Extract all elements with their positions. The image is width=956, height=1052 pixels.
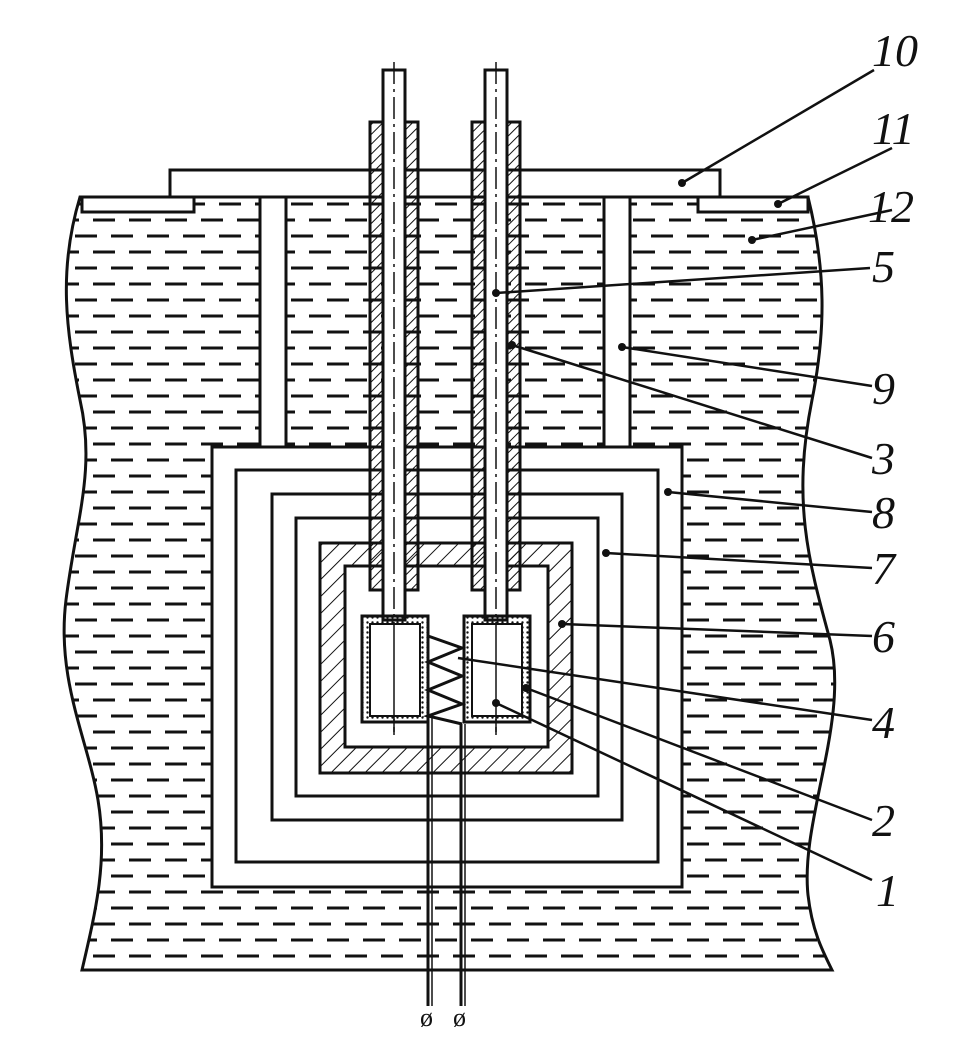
leader-lines [457,68,893,882]
callout-2: 2 [872,795,895,846]
terminal-left: ø [420,1003,433,1032]
support-tube-right [602,195,632,449]
callout-12: 12 [868,181,914,232]
support-tube-left [258,195,288,449]
cup-left-inner [369,623,421,717]
callout-1: 1 [876,865,899,916]
terminal-right: ø [453,1003,466,1032]
callout-10: 10 [872,25,918,76]
callout-4: 4 [872,697,895,748]
callout-8: 8 [872,487,895,538]
heater-coil [422,634,467,726]
callout-9: 9 [872,363,895,414]
leader-dots [492,179,782,707]
callout-3: 3 [871,433,895,484]
callout-7: 7 [872,543,897,594]
flange-left [80,195,196,214]
callout-11: 11 [872,103,915,154]
callout-5: 5 [872,241,895,292]
callout-6: 6 [872,611,895,662]
lid-plate [168,168,722,199]
flange-right [696,195,810,214]
